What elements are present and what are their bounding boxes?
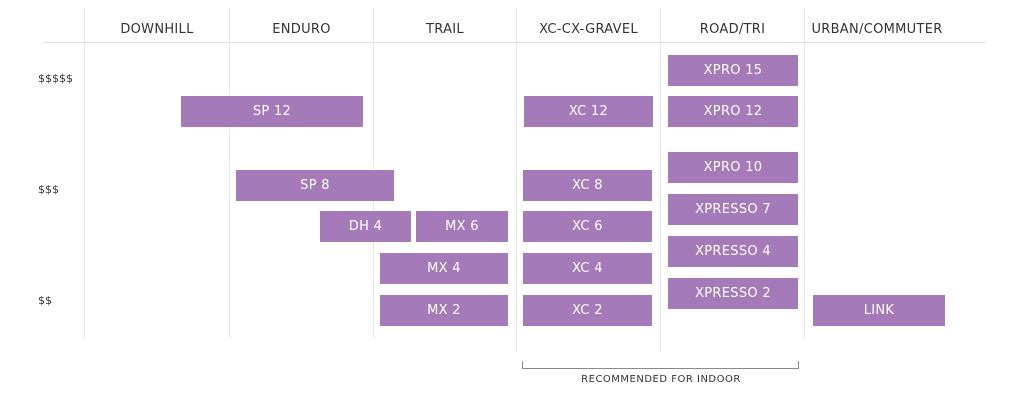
category-header-urban-commuter: URBAN/COMMUTER — [811, 22, 943, 37]
product-sp-12[interactable]: SP 12 — [181, 96, 363, 127]
price-level-low: $$ — [38, 294, 52, 307]
column-divider — [804, 8, 805, 338]
price-level-high: $$$$$ — [38, 72, 73, 85]
category-header-xc-cx-gravel: XC-CX-GRAVEL — [539, 22, 638, 37]
product-xpro-15[interactable]: XPRO 15 — [668, 55, 798, 86]
product-xc-12[interactable]: XC 12 — [524, 96, 653, 127]
product-link[interactable]: LINK — [813, 295, 945, 326]
category-header-enduro: ENDURO — [272, 22, 331, 37]
category-header-road-tri: ROAD/TRI — [699, 22, 766, 37]
header-rule — [44, 42, 986, 43]
category-header-trail: TRAIL — [426, 22, 464, 37]
product-xpresso-2[interactable]: XPRESSO 2 — [668, 278, 798, 309]
price-level-mid: $$$ — [38, 183, 59, 196]
product-xpro-10[interactable]: XPRO 10 — [668, 152, 798, 183]
product-xpresso-7[interactable]: XPRESSO 7 — [668, 194, 798, 225]
product-xc-6[interactable]: XC 6 — [523, 211, 652, 242]
column-divider — [84, 8, 85, 338]
product-xpresso-4[interactable]: XPRESSO 4 — [668, 236, 798, 267]
product-xpro-12[interactable]: XPRO 12 — [668, 96, 798, 127]
category-header-downhill: DOWNHILL — [120, 22, 194, 37]
product-mx-6[interactable]: MX 6 — [416, 211, 508, 242]
product-xc-4[interactable]: XC 4 — [523, 253, 652, 284]
product-xc-8[interactable]: XC 8 — [523, 170, 652, 201]
column-divider — [516, 8, 517, 352]
column-divider — [229, 8, 230, 338]
product-mx-4[interactable]: MX 4 — [380, 253, 508, 284]
product-xc-2[interactable]: XC 2 — [523, 295, 652, 326]
column-divider — [660, 8, 661, 352]
product-mx-2[interactable]: MX 2 — [380, 295, 508, 326]
product-dh-4[interactable]: DH 4 — [320, 211, 411, 242]
indoor-bracket — [522, 361, 799, 369]
product-sp-8[interactable]: SP 8 — [236, 170, 394, 201]
indoor-annotation-label: RECOMMENDED FOR INDOOR — [581, 374, 741, 385]
